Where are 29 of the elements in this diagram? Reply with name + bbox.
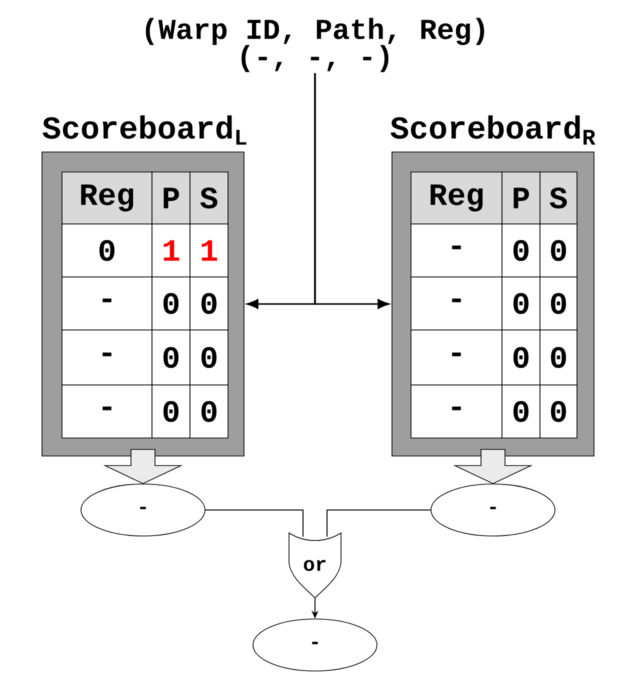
table-cell: 0	[152, 330, 190, 386]
block-arrow	[453, 449, 533, 484]
header-cell: S	[190, 172, 228, 224]
table-cell: 0	[502, 384, 540, 438]
table-cell: 0	[190, 276, 228, 330]
scoreboard-heading: Scoreboard$_{L}$	[42, 115, 246, 145]
or-gate: or	[288, 532, 342, 598]
header-cell: P	[152, 172, 190, 224]
block-arrow	[103, 449, 183, 484]
wire	[204, 510, 304, 538]
header-cell: P	[502, 172, 540, 224]
header-cell: S	[540, 172, 578, 224]
table-cell: 0	[502, 330, 540, 386]
tuple-label: (Warp ID, Path, Reg) (-, -, -)	[146, 18, 484, 72]
table-cell: 0	[540, 224, 578, 278]
arrow	[314, 73, 390, 309]
table-cell: 1	[190, 224, 228, 278]
scoreboard-heading: Scoreboard$_{R}$	[390, 115, 596, 145]
table-cell: 0	[540, 384, 578, 438]
table-cell: 0	[540, 330, 578, 386]
table-cell: 0	[190, 330, 228, 386]
table-cell: 0	[152, 276, 190, 330]
table-cell: 0	[502, 224, 540, 278]
wire	[326, 510, 432, 538]
table-cell: 0	[540, 276, 578, 330]
table-cell: 1	[152, 224, 190, 278]
table-cell: 0	[152, 384, 190, 438]
table-cell: 0	[502, 276, 540, 330]
table-cell: 0	[190, 384, 228, 438]
